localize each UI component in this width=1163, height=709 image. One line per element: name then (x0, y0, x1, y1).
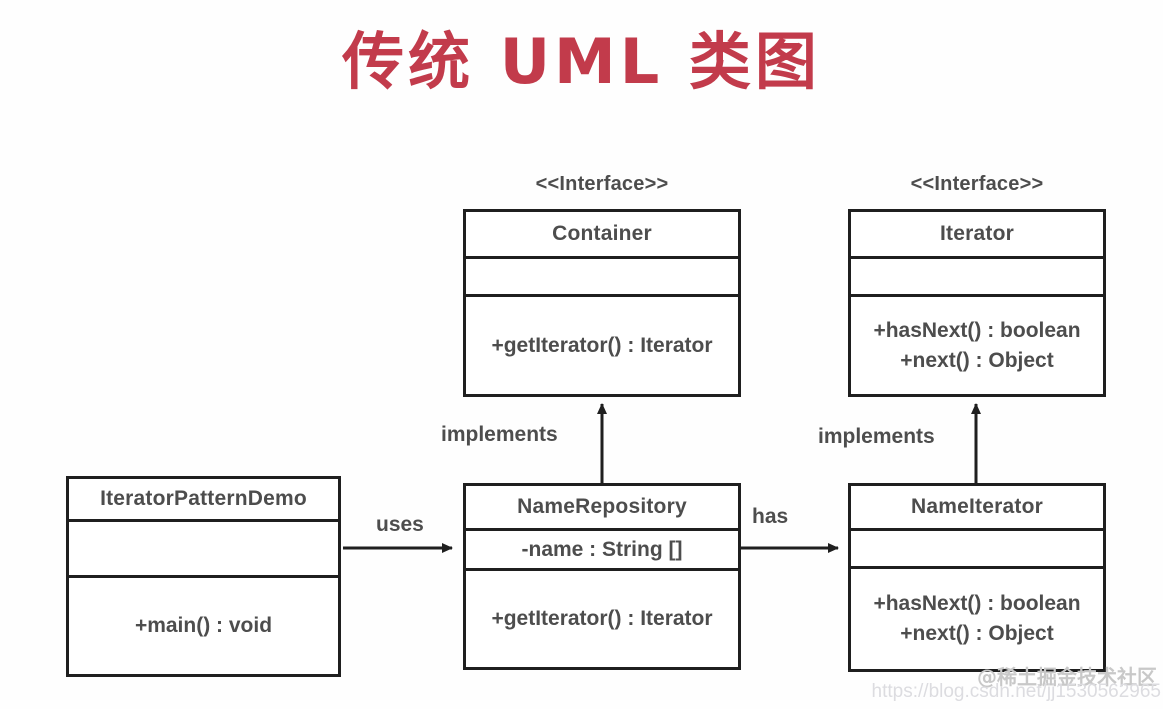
operation-item: +next() : Object (900, 622, 1054, 645)
class-name-name-iterator: NameIterator (851, 486, 1103, 531)
class-name-iterator-pattern-demo: IteratorPatternDemo (69, 479, 338, 522)
class-attributes-iterator (851, 259, 1103, 297)
stereotype-container: <<Interface>> (535, 173, 669, 195)
class-attributes-name-iterator (851, 531, 1103, 569)
operation-item: +getIterator() : Iterator (491, 333, 713, 357)
page-title: 传统 UML 类图 (342, 25, 821, 98)
edge-label-uses: uses (376, 513, 424, 536)
class-operations-iterator-pattern-demo: +main() : void (69, 578, 338, 674)
watermark-handle: @稀土掘金技术社区 (977, 665, 1157, 689)
class-box-iterator[interactable]: Iterator +hasNext() : boolean +next() : … (848, 209, 1106, 397)
operation-item: +main() : void (134, 614, 273, 637)
class-box-iterator-pattern-demo[interactable]: IteratorPatternDemo +main() : void (66, 476, 341, 677)
watermark-url: https://blog.csdn.net/jj1530562965 (871, 681, 1161, 702)
class-operations-container: +getIterator() : Iterator (466, 297, 738, 394)
class-box-name-repository[interactable]: NameRepository -name : String [] +getIte… (463, 483, 741, 670)
class-operations-iterator: +hasNext() : boolean +next() : Object (851, 297, 1103, 394)
class-operations-name-iterator: +hasNext() : boolean +next() : Object (851, 569, 1103, 669)
stereotype-iterator: <<Interface>> (910, 173, 1044, 195)
edge-label-has: has (752, 505, 789, 528)
class-attributes-container (466, 259, 738, 297)
class-attributes-name-repository: -name : String [] (466, 531, 738, 571)
edge-label-implements-container: implements (441, 423, 558, 446)
operation-item: +next() : Object (900, 348, 1054, 372)
operation-item: +hasNext() : boolean (873, 318, 1081, 342)
class-attributes-iterator-pattern-demo (69, 522, 338, 578)
operation-item: +getIterator() : Iterator (491, 607, 713, 630)
class-operations-name-repository: +getIterator() : Iterator (466, 571, 738, 667)
edge-label-implements-iterator: implements (818, 425, 935, 448)
class-name-container: Container (466, 212, 738, 259)
class-box-container[interactable]: Container +getIterator() : Iterator (463, 209, 741, 397)
operation-item: +hasNext() : boolean (873, 592, 1081, 615)
attribute-item: -name : String [] (521, 537, 683, 561)
class-name-name-repository: NameRepository (466, 486, 738, 531)
class-name-iterator: Iterator (851, 212, 1103, 259)
class-box-name-iterator[interactable]: NameIterator +hasNext() : boolean +next(… (848, 483, 1106, 672)
